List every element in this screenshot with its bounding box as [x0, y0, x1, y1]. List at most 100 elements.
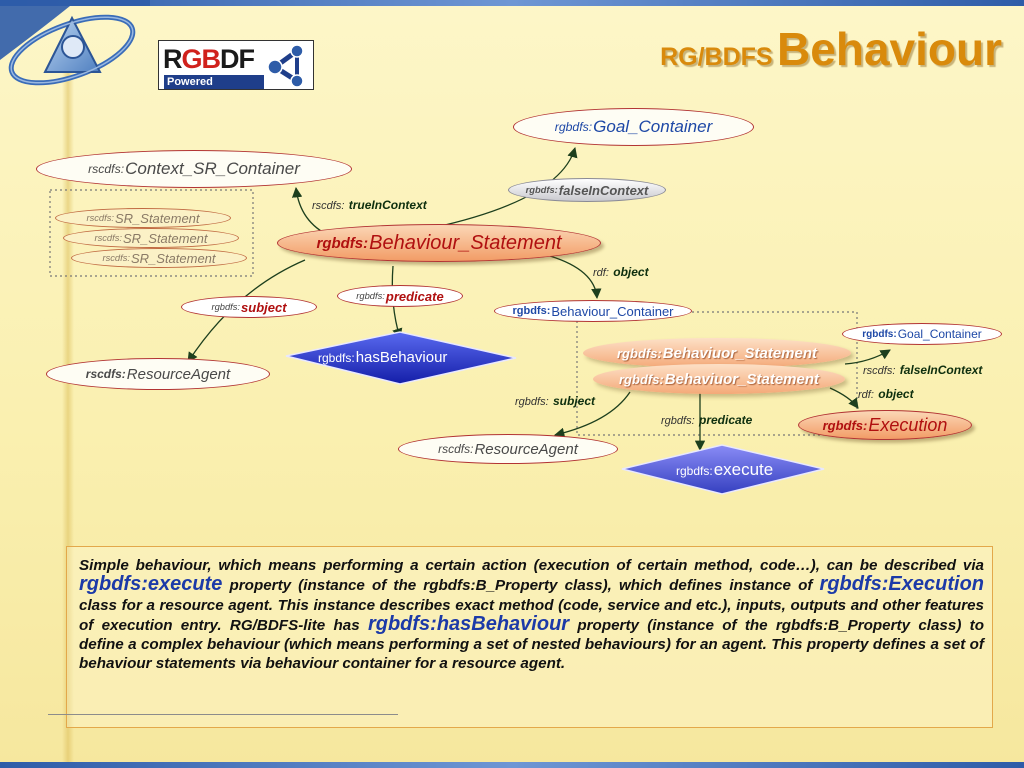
edge-label-name: object [613, 265, 649, 279]
context-sr-container-node: rscdfs:Context_SR_Container [36, 150, 352, 188]
description-text-1: Simple behaviour, which means performing… [79, 557, 984, 574]
description-box: Simple behaviour, which means performing… [66, 546, 993, 728]
edge-label-name: falseInContext [899, 363, 983, 377]
node-name: ResourceAgent [474, 440, 578, 458]
node-name: Execution [868, 414, 948, 435]
goal-container-node: rgbdfs:Goal_Container [513, 108, 754, 146]
bottom-border [0, 762, 1024, 768]
node-prefix: rgbdfs: [619, 371, 664, 387]
behaviour-container-node: rgbdfs:Behaviour_Container [494, 300, 692, 322]
edge-label-true-in-context: rscdfs: trueInContext [312, 198, 427, 212]
edge-object [549, 255, 602, 300]
node-prefix: rgbdfs: [554, 120, 593, 134]
node-name: Behaviuor_Statement [664, 370, 819, 388]
edge-label-false-in-context-2: rscdfs: falseInContext [863, 363, 982, 377]
edge-subject-2 [553, 391, 631, 438]
node-name: Behaviour_Statement [369, 231, 562, 254]
resource-agent-node-2: rscdfs:ResourceAgent [398, 434, 618, 464]
node-prefix: rgbdfs: [676, 464, 713, 478]
description-highlight-has-behaviour: rgbdfs:hasBehaviour [367, 612, 570, 635]
node-prefix: rscdfs: [85, 367, 126, 381]
edge-label-object-2: rdf: object [858, 387, 914, 401]
logo-letter-r: R [163, 44, 182, 74]
node-prefix: rscdfs: [86, 213, 114, 223]
logo-letters-gb: GB [181, 44, 221, 74]
node-name: hasBehaviour [355, 349, 448, 366]
predicate-node: rgbdfs:predicate [337, 285, 463, 307]
edge-label-prefix: rgbdfs: [515, 396, 549, 408]
edge-label-prefix: rdf: [593, 267, 609, 279]
edge-label-name: predicate [698, 413, 753, 427]
sr-statement-node-3: rscdfs:SR_Statement [71, 248, 247, 268]
execute-diamond-icon [621, 444, 825, 495]
edge-label-name: object [878, 387, 914, 401]
goal-container-node-2: rgbdfs:Goal_Container [842, 323, 1002, 345]
false-in-context-node: rgbdfs:falseInContext [508, 178, 666, 202]
edge-label-subject-2: rgbdfs: subject [515, 394, 595, 408]
node-prefix: rscdfs: [438, 442, 474, 456]
description-highlight-execute: rgbdfs:execute [79, 573, 223, 596]
node-prefix: rgbdfs: [316, 234, 369, 252]
node-prefix: rgbdfs: [862, 328, 897, 340]
edge-label-prefix: rdf: [858, 389, 874, 401]
description-text-2: property (instance of the rgbdfs:B_Prope… [222, 577, 820, 595]
decor-underline [48, 714, 398, 715]
edge-object-2 [829, 387, 859, 409]
behaviour-container-box [576, 311, 858, 436]
edge-label-prefix: rgbdfs: [661, 415, 695, 427]
top-border [0, 0, 1024, 6]
description-text-4: property (instance of the rgbdfs:B_Prope… [79, 616, 984, 673]
node-prefix: rgbdfs: [318, 351, 355, 365]
node-prefix: rgbdfs: [525, 185, 558, 195]
rgbdf-powered-logo: RGBDF Powered [158, 40, 314, 90]
node-prefix: rscdfs: [88, 162, 125, 176]
node-name: execute [713, 460, 774, 479]
logo-letters-df: DF [220, 44, 255, 74]
node-prefix: rgbdfs: [512, 305, 551, 317]
node-prefix: rscdfs: [94, 233, 122, 243]
execute-label: rgbdfs:execute [676, 460, 773, 480]
edge-to-goal-container-2 [844, 349, 891, 365]
sr-statement-node-1: rscdfs:SR_Statement [55, 208, 231, 228]
behaviuor-statement-node-1: rgbdfs:Behaviuor_Statement [583, 338, 851, 368]
node-name: SR_Statement [130, 250, 216, 266]
has-behaviour-label: rgbdfs:hasBehaviour [318, 349, 447, 366]
node-name: Behaviuor_Statement [662, 344, 817, 362]
title-prefix: RG/BDFS [660, 43, 773, 71]
edge-label-object: rdf: object [593, 265, 649, 279]
edge-label-predicate-2: rgbdfs: predicate [661, 413, 752, 427]
edge-label-name: trueInContext [348, 198, 427, 212]
node-name: Context_SR_Container [125, 159, 300, 178]
behaviuor-statement-node-2: rgbdfs:Behaviuor_Statement [593, 364, 845, 394]
edge-label-name: subject [552, 394, 595, 408]
network-molecule-icon [267, 44, 304, 87]
node-name: Goal_Container [593, 117, 713, 136]
sr-container-box [49, 189, 254, 277]
node-prefix: rscdfs: [102, 253, 130, 263]
node-name: ResourceAgent [126, 365, 231, 383]
node-name: SR_Statement [122, 230, 208, 246]
description-paragraph: Simple behaviour, which means performing… [79, 556, 984, 674]
node-prefix: rgbdfs: [822, 417, 868, 433]
node-name: Behaviour_Container [551, 303, 674, 319]
description-highlight-execution: rgbdfs:Execution [819, 573, 984, 596]
sr-statement-node-2: rscdfs:SR_Statement [63, 228, 239, 248]
node-name: falseInContext [558, 182, 649, 198]
behaviour-statement-node: rgbdfs:Behaviour_Statement [277, 224, 601, 262]
node-prefix: rgbdfs: [617, 345, 662, 361]
edge-label-prefix: rscdfs: [312, 200, 345, 212]
logo-powered-label: Powered [164, 75, 264, 89]
edge-label-prefix: rscdfs: [863, 365, 896, 377]
has-behaviour-diamond-icon [285, 331, 517, 385]
diagram-connectors [49, 147, 891, 495]
page-title: RG/BDFS Behaviour [660, 22, 1002, 76]
node-name: Goal_Container [897, 327, 982, 341]
subject-node: rgbdfs:subject [181, 296, 317, 318]
node-name: SR_Statement [114, 210, 200, 226]
execution-node: rgbdfs:Execution [798, 410, 972, 440]
title-main: Behaviour [777, 23, 1002, 75]
node-prefix: rgbdfs: [356, 291, 385, 301]
description-text-3: class for a resource agent. This instanc… [79, 596, 984, 634]
node-prefix: rgbdfs: [211, 302, 241, 312]
resource-agent-node-1: rscdfs:ResourceAgent [46, 358, 270, 390]
